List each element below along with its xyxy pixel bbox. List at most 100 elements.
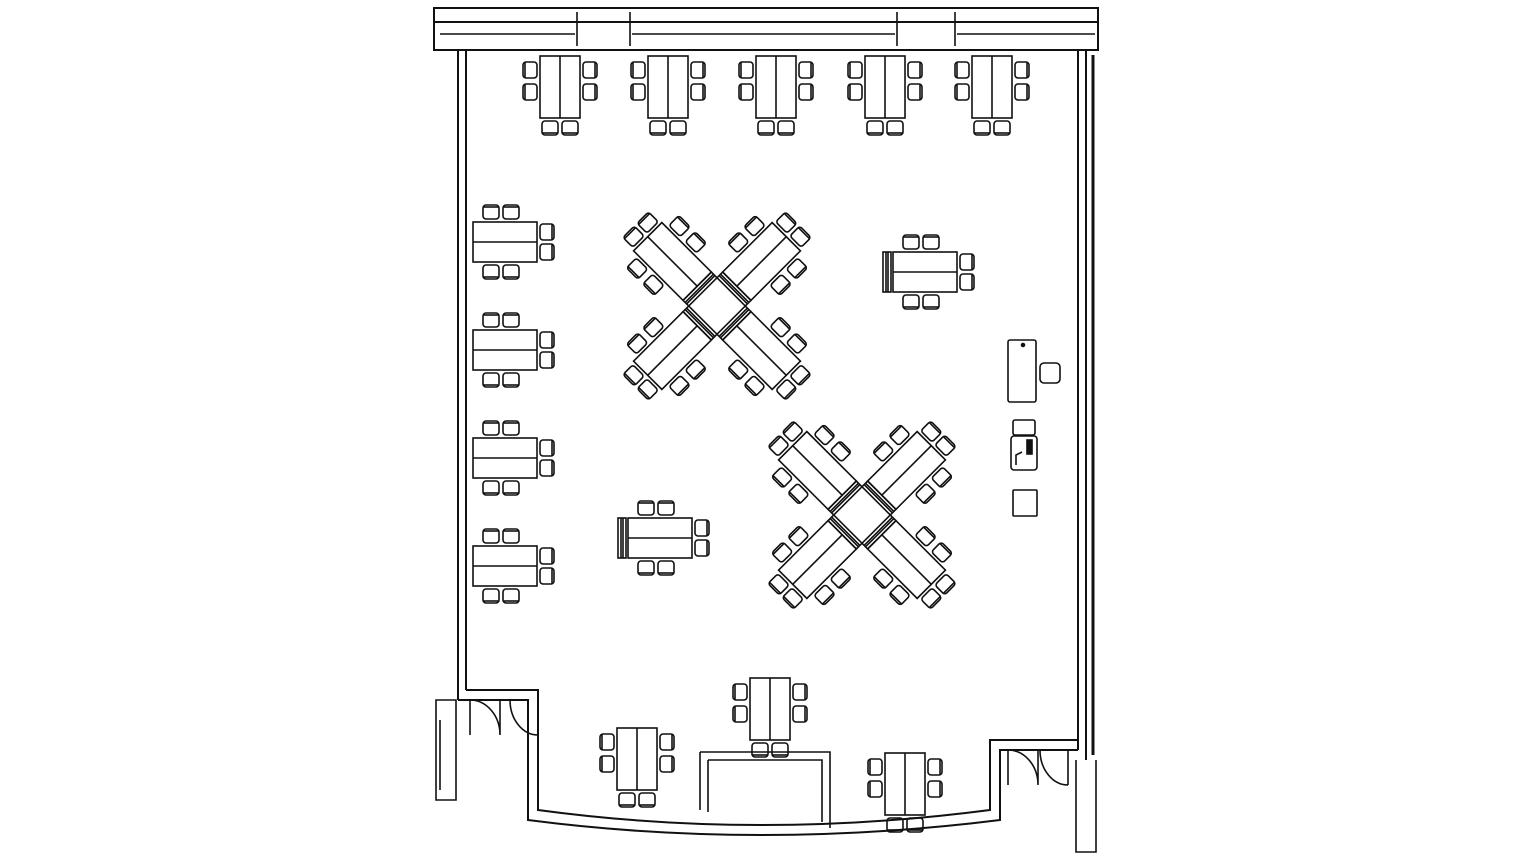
chair-icon bbox=[630, 61, 646, 79]
chair-icon bbox=[618, 792, 636, 808]
chair-icon bbox=[770, 274, 791, 295]
table-group-bottom-3[interactable] bbox=[867, 752, 943, 833]
table-group-bottom-2[interactable] bbox=[732, 677, 808, 758]
chair-icon bbox=[669, 215, 690, 237]
chair-icon bbox=[935, 574, 956, 595]
chair-icon bbox=[657, 500, 675, 516]
chair-icon bbox=[921, 421, 942, 442]
chair-icon bbox=[889, 584, 910, 606]
chair-icon bbox=[539, 243, 555, 261]
chair-icon bbox=[757, 120, 775, 136]
chair-icon bbox=[539, 439, 555, 457]
chair-icon bbox=[738, 61, 754, 79]
walls bbox=[433, 7, 1099, 853]
chair-icon bbox=[790, 365, 811, 386]
table-group-left-4[interactable] bbox=[472, 528, 555, 604]
chair-icon bbox=[599, 733, 615, 751]
chair-icon bbox=[626, 258, 648, 279]
chair-icon bbox=[649, 120, 667, 136]
chair-icon bbox=[907, 61, 923, 79]
table-group-left-2[interactable] bbox=[472, 312, 555, 388]
x-cluster-1[interactable] bbox=[610, 199, 825, 414]
chair-icon bbox=[694, 539, 710, 557]
chair-icon bbox=[922, 294, 940, 310]
chair-icon bbox=[902, 294, 920, 310]
chair-icon bbox=[921, 588, 942, 609]
table-group-top-1[interactable] bbox=[522, 55, 598, 136]
table-group-small-2[interactable] bbox=[617, 500, 710, 576]
table-group-top-5[interactable] bbox=[954, 55, 1030, 136]
chair-icon bbox=[482, 372, 500, 388]
chair-icon bbox=[886, 817, 904, 833]
chair-icon bbox=[771, 467, 793, 488]
chair-icon bbox=[732, 683, 748, 701]
chair-icon bbox=[522, 61, 538, 79]
chair-icon bbox=[886, 120, 904, 136]
chair-icon bbox=[659, 755, 675, 773]
chair-icon bbox=[830, 441, 851, 462]
chair-icon bbox=[847, 83, 863, 101]
chair-icon bbox=[771, 742, 789, 758]
table-group-small-1[interactable] bbox=[882, 234, 975, 310]
chair-icon bbox=[973, 120, 991, 136]
chair-icon bbox=[776, 212, 797, 233]
chair-icon bbox=[931, 467, 953, 488]
chair-icon bbox=[539, 223, 555, 241]
chair-icon bbox=[637, 560, 655, 576]
chair-icon bbox=[786, 258, 808, 279]
table-group-left-1[interactable] bbox=[472, 204, 555, 280]
chair-icon bbox=[539, 351, 555, 369]
table-group-bottom-1[interactable] bbox=[599, 727, 675, 808]
chair-icon bbox=[788, 483, 809, 504]
chair-icon bbox=[786, 333, 808, 354]
chair-icon bbox=[482, 420, 500, 436]
chair-icon bbox=[798, 61, 814, 79]
table-group-left-3[interactable] bbox=[472, 420, 555, 496]
chair-icon bbox=[502, 420, 520, 436]
chair-icon bbox=[814, 584, 835, 606]
chair-icon bbox=[927, 758, 943, 776]
chair-icon bbox=[915, 526, 936, 547]
chair-icon bbox=[502, 528, 520, 544]
chair-icon bbox=[659, 733, 675, 751]
cabinet[interactable] bbox=[1012, 489, 1038, 517]
chair-icon bbox=[643, 274, 664, 295]
chair-icon bbox=[623, 365, 644, 386]
chair-icon bbox=[902, 234, 920, 250]
chair-icon bbox=[669, 375, 690, 397]
door-left[interactable] bbox=[469, 699, 539, 736]
table-group-top-3[interactable] bbox=[738, 55, 814, 136]
chair-icon bbox=[685, 232, 706, 253]
chair-icon bbox=[790, 226, 811, 247]
chair-icon bbox=[694, 519, 710, 537]
chair-icon bbox=[867, 780, 883, 798]
instructor-desk[interactable] bbox=[1007, 339, 1061, 403]
chair-icon bbox=[502, 588, 520, 604]
x-cluster-2[interactable] bbox=[755, 408, 970, 623]
chair-icon bbox=[959, 253, 975, 271]
chair-icon bbox=[690, 83, 706, 101]
chair-icon bbox=[539, 567, 555, 585]
chair-icon bbox=[954, 83, 970, 101]
chair-icon bbox=[482, 312, 500, 328]
chair-icon bbox=[728, 232, 749, 253]
chair-icon bbox=[830, 568, 851, 589]
chair-icon bbox=[623, 226, 644, 247]
chair-icon bbox=[1014, 61, 1030, 79]
table-group-top-4[interactable] bbox=[847, 55, 923, 136]
chair-icon bbox=[993, 120, 1011, 136]
chair-icon bbox=[482, 588, 500, 604]
chair-icon bbox=[482, 480, 500, 496]
door-right[interactable] bbox=[1007, 749, 1069, 786]
furniture bbox=[472, 55, 1030, 833]
chair-icon bbox=[738, 83, 754, 101]
chair-icon bbox=[744, 375, 765, 397]
chair-icon bbox=[931, 542, 953, 563]
table-group-top-2[interactable] bbox=[630, 55, 706, 136]
chair-icon bbox=[482, 264, 500, 280]
chair-icon bbox=[599, 755, 615, 773]
chair-icon bbox=[744, 215, 765, 237]
podium[interactable] bbox=[1010, 419, 1038, 471]
chair-icon bbox=[792, 705, 808, 723]
chair-icon bbox=[792, 683, 808, 701]
